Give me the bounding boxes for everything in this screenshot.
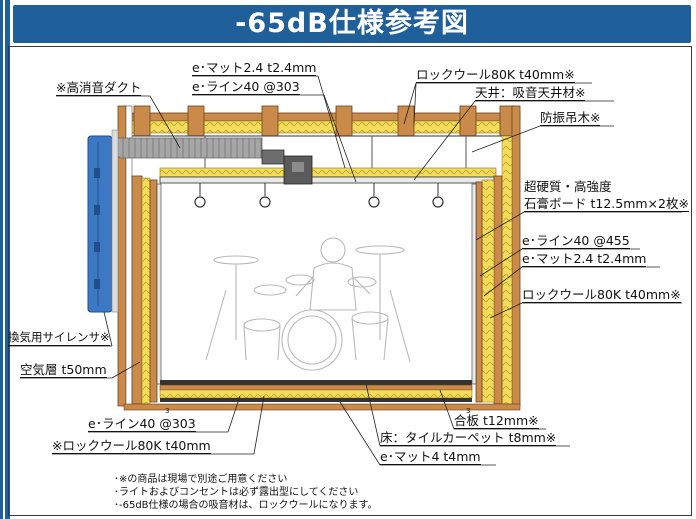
ventilation-silencer: [87, 129, 119, 313]
drum-kit-illustration: [205, 237, 411, 371]
label-rockwool-floor: ※ロックウール80K t40mm: [52, 438, 211, 454]
note-line: ･ライトおよびコンセントは必ず露出型にしてください: [114, 487, 359, 498]
right-wall-assembly: [471, 105, 521, 407]
ceiling-light-icon: [432, 183, 444, 208]
label-rockwool-wall: ロックウール80K t40mm※: [522, 287, 681, 303]
note-line: ･-65dB仕様の場合の吸音材は、ロックウールになります。: [114, 500, 378, 511]
label-rockwool-top: ロックウール80K t40mm※: [416, 67, 575, 83]
floor-mark-right: 3: [466, 407, 470, 415]
left-accent-stripe: [3, 0, 5, 519]
ceiling-light-icon: [194, 183, 206, 208]
leader-lines: [8, 75, 682, 466]
note-line: ･※の商品は現場で別途ご用意ください: [114, 474, 288, 485]
label-board-line2: 石膏ボード t12.5mm×2枚※: [524, 196, 689, 212]
ceiling-light-icon: [368, 183, 380, 208]
label-emat-wall: e･マット2.4 t2.4mm: [522, 251, 647, 267]
page-title: -65dB仕様参考図: [235, 8, 469, 39]
ceiling-lights: [194, 183, 444, 208]
label-ceiling: 天井：吸音天井材※: [475, 85, 586, 101]
label-emat-top: e･マット2.4 t2.4mm: [192, 60, 317, 76]
ventilation-duct: [99, 137, 313, 185]
label-board-line1: 超硬質・高強度: [524, 179, 612, 194]
notes-block: ･※の商品は現場で別途ご用意ください ･ライトおよびコンセントは必ず露出型にして…: [114, 473, 378, 512]
floor-mark-left: 3: [165, 407, 169, 415]
ventilation-fan-icon: [283, 155, 313, 185]
label-emat-floor: e･マット4 t4mm: [380, 449, 481, 465]
floor-assembly: 3 3: [123, 380, 521, 415]
label-eline-top: e･ライン40 @303: [192, 79, 300, 95]
ceiling-assembly: [123, 105, 521, 184]
ceiling-light-icon: [259, 183, 271, 208]
label-air-layer: 空気層 t50mm: [20, 362, 107, 378]
label-hanger: 防振吊木※: [540, 110, 601, 126]
label-eline-floor: e･ライン40 @303: [88, 416, 196, 432]
label-plywood: 合板 t12mm※: [454, 413, 539, 429]
left-accent-bar: [0, 0, 10, 519]
label-silencer: 換気用サイレンサ※: [8, 330, 110, 346]
drawing-frame: [8, 46, 692, 516]
label-eline-wall: e･ライン40 @455: [522, 233, 630, 249]
label-floor: 床：タイルカーペット t8mm※: [380, 430, 557, 446]
label-duct: ※高消音ダクト: [56, 80, 142, 96]
left-wall-assembly: [117, 105, 162, 407]
title-bar: [13, 5, 691, 43]
